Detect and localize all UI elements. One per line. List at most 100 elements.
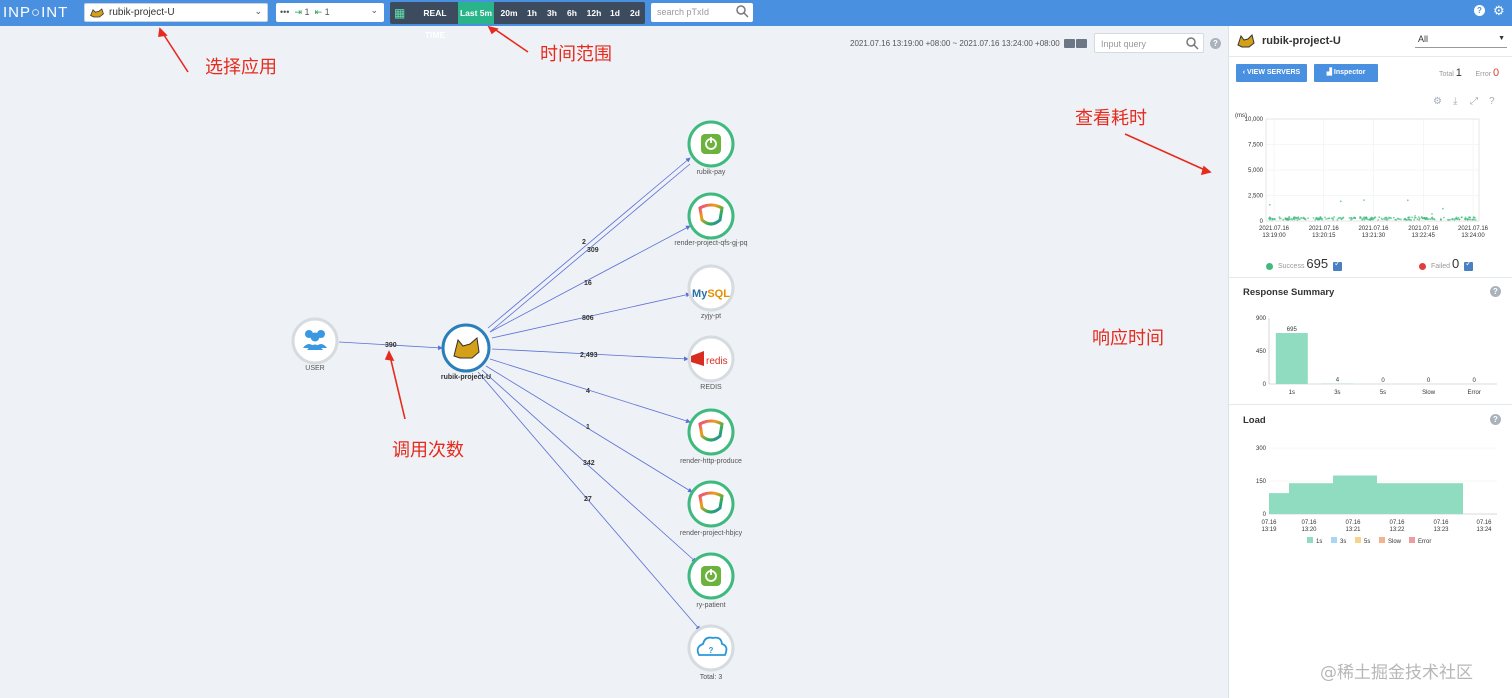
success-checkbox[interactable]: [1333, 259, 1343, 271]
failed-legend[interactable]: Failed 0: [1419, 256, 1474, 271]
scatter-point: [1400, 218, 1402, 221]
rs-value-label: 695: [1287, 327, 1298, 333]
ld-legend-swatch: [1409, 537, 1415, 543]
help-icon[interactable]: ?: [1210, 38, 1221, 49]
range-toggle-icon[interactable]: [1064, 39, 1088, 48]
gear-icon[interactable]: ⚙: [1433, 96, 1442, 107]
edge-to-http-produce[interactable]: [489, 358, 691, 424]
query-input[interactable]: Input query: [1094, 33, 1204, 53]
help-icon[interactable]: ?: [1490, 414, 1501, 425]
scatter-point: [1429, 218, 1432, 221]
scatter-point: [1473, 218, 1475, 221]
edge-to-qfs[interactable]: [489, 225, 691, 333]
load-bar[interactable]: [1419, 483, 1463, 514]
expand-icon[interactable]: ⤢: [1470, 96, 1478, 107]
scatter-x-tick-time: 13:19:00: [1262, 233, 1286, 239]
load-bar[interactable]: [1289, 483, 1333, 514]
scatter-point: [1388, 216, 1390, 219]
scatter-point: [1406, 199, 1409, 202]
time-button-12h[interactable]: 12h: [586, 8, 602, 18]
calendar-icon[interactable]: ▦: [394, 6, 406, 20]
edge-to-hbjcy[interactable]: [485, 365, 693, 493]
edge-to-ry-patient[interactable]: [481, 369, 697, 563]
spring-power-icon: [701, 134, 721, 154]
scatter-point: [1449, 218, 1451, 221]
time-button-20m[interactable]: 20m: [500, 8, 518, 18]
time-button-6h[interactable]: 6h: [567, 8, 577, 18]
ld-legend-label[interactable]: Slow: [1388, 539, 1402, 545]
node-label: Total: 3: [700, 674, 723, 681]
help-icon[interactable]: ?: [1490, 286, 1501, 297]
ld-legend-label[interactable]: 3s: [1340, 539, 1346, 545]
transaction-search-input[interactable]: search pTxId: [651, 3, 753, 22]
rs-value-label: 0: [1473, 378, 1477, 384]
ld-legend-label[interactable]: 5s: [1364, 539, 1370, 545]
ld-legend-label[interactable]: Error: [1418, 539, 1431, 545]
scatter-point: [1388, 217, 1390, 220]
failed-checkbox[interactable]: [1464, 259, 1474, 271]
divider: [1229, 277, 1512, 278]
node-render-project-qfs[interactable]: render-project-qfs-gj-pq: [674, 192, 748, 247]
load-bar[interactable]: [1269, 493, 1289, 514]
inspector-button[interactable]: ▟ Inspector: [1314, 64, 1378, 82]
load-bar[interactable]: [1377, 483, 1419, 514]
node-redis[interactable]: redis REDIS: [687, 335, 735, 391]
scatter-point: [1411, 216, 1413, 219]
search-icon[interactable]: [1185, 36, 1199, 50]
scatter-point: [1421, 217, 1424, 220]
node-render-project-hbjcy[interactable]: render-project-hbjcy: [680, 480, 743, 537]
node-user[interactable]: USER: [291, 317, 339, 372]
agent-filter-value: All: [1418, 34, 1429, 44]
edge-to-total[interactable]: [477, 371, 701, 631]
node-center[interactable]: rubik-project-U: [441, 323, 491, 381]
load-bar[interactable]: [1333, 475, 1377, 515]
scatter-point: [1471, 218, 1474, 221]
node-total[interactable]: ? Total: 3: [687, 624, 735, 681]
view-servers-button[interactable]: ‹ VIEW SERVERS: [1236, 64, 1307, 82]
agent-filter-select[interactable]: All ▼: [1415, 34, 1507, 48]
time-button-realtime[interactable]: REAL TIME: [423, 8, 447, 40]
rs-bar[interactable]: [1275, 333, 1308, 384]
download-icon[interactable]: ⤓: [1453, 96, 1458, 107]
help-icon[interactable]: ?: [1489, 96, 1495, 107]
scatter-point: [1424, 218, 1427, 220]
pinpoint-logo[interactable]: INP○INT: [3, 4, 69, 21]
gear-icon[interactable]: ⚙: [1493, 3, 1505, 18]
help-icon[interactable]: ?: [1474, 5, 1485, 16]
ld-legend-swatch: [1355, 537, 1361, 543]
node-render-http-produce[interactable]: render-http-produce: [680, 408, 742, 465]
time-button-1h[interactable]: 1h: [527, 8, 537, 18]
time-button-2d[interactable]: 2d: [630, 8, 640, 18]
time-button-3h[interactable]: 3h: [547, 8, 557, 18]
node-zyjy-pt[interactable]: MySQL zyjy-pt: [687, 264, 735, 320]
scatter-point: [1269, 217, 1272, 220]
node-rubik-pay[interactable]: rubik-pay: [687, 120, 735, 176]
edge-from-rubik-pay[interactable]: [489, 163, 691, 333]
scatter-point: [1298, 218, 1301, 221]
ld-y-tick: 150: [1256, 479, 1267, 485]
scatter-point: [1414, 215, 1416, 217]
edge-user-to-center[interactable]: [338, 341, 443, 351]
scatter-point: [1464, 216, 1467, 219]
search-icon[interactable]: [735, 4, 749, 18]
scatter-point: [1271, 219, 1274, 221]
ld-legend-label[interactable]: 1s: [1316, 539, 1322, 545]
ld-y-tick: 0: [1263, 512, 1267, 518]
ld-x-tick-time: 13:22: [1389, 527, 1405, 533]
success-legend[interactable]: Success 695: [1266, 256, 1343, 271]
edge-to-rubik-pay[interactable]: [487, 157, 691, 329]
time-button-1d[interactable]: 1d: [610, 8, 620, 18]
scatter-point: [1403, 218, 1406, 221]
node-ry-patient[interactable]: ry-patient: [687, 552, 735, 609]
annotation-response-time: 响应时间: [1092, 328, 1164, 349]
application-select[interactable]: rubik-project-U ⌄: [84, 3, 268, 22]
edge-to-mysql[interactable]: [491, 292, 691, 339]
edge-to-redis[interactable]: [491, 348, 689, 362]
time-button-last5m[interactable]: Last 5m: [458, 2, 494, 24]
agent-status-box[interactable]: ••• ⇥ 1 ⇤ 1 ⌄: [276, 3, 384, 22]
scatter-unit: (ms): [1235, 113, 1247, 119]
scatter-point: [1268, 218, 1271, 221]
